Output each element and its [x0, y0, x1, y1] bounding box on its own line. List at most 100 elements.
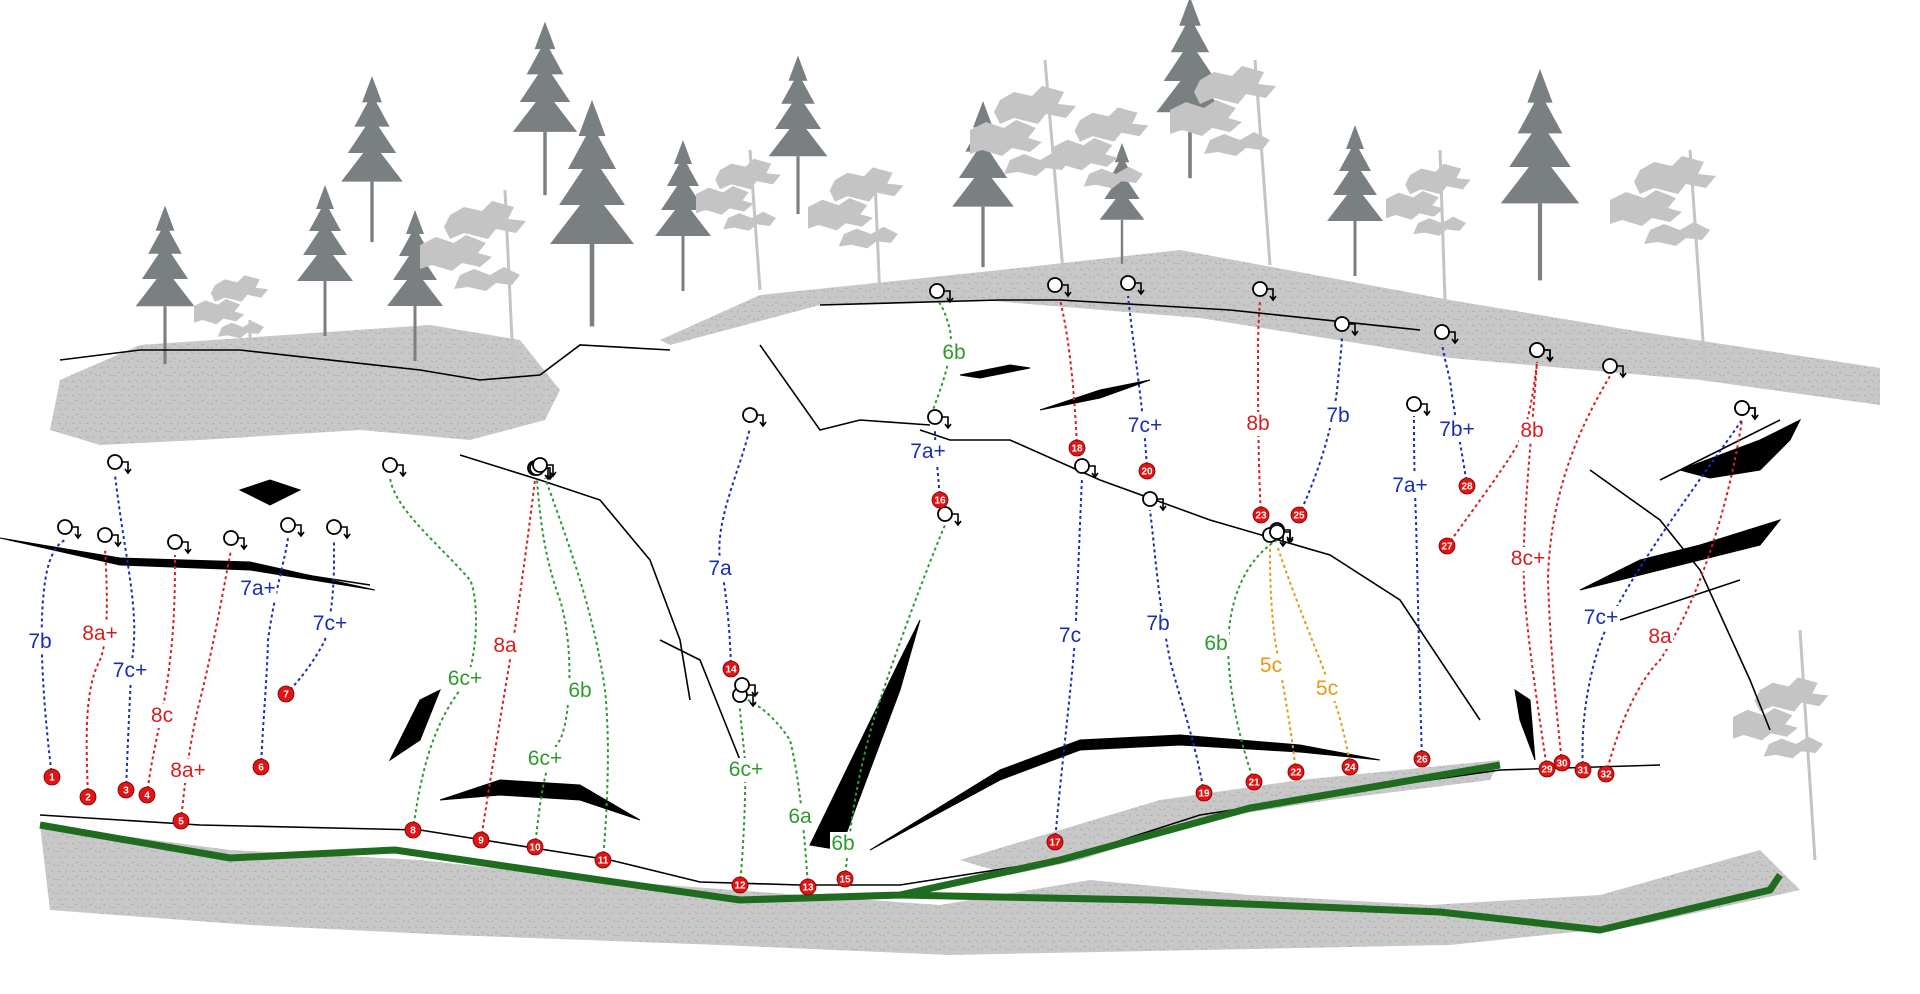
route-number-marker[interactable]: 9 — [472, 831, 490, 849]
grade-label-background — [1245, 412, 1271, 436]
route-line — [1054, 477, 1083, 843]
anchor-ring-icon — [382, 457, 407, 478]
anchor-ring-icon — [1252, 281, 1277, 302]
route-number-marker[interactable]: 23 — [1252, 506, 1270, 524]
route-number-marker[interactable]: 19 — [1195, 784, 1213, 802]
anchor-ring-icon — [1074, 458, 1099, 479]
route-grade-label: 6b — [942, 341, 965, 364]
route-number-marker[interactable]: 6 — [252, 758, 270, 776]
route-line — [180, 549, 232, 822]
route-number-marker[interactable]: 32 — [1597, 765, 1615, 783]
grade-label-background — [707, 557, 733, 581]
grade-label-background — [1582, 606, 1620, 630]
route-line — [260, 537, 289, 768]
route-grade-label: 7b+ — [1439, 418, 1475, 441]
route-number-marker[interactable]: 4 — [138, 786, 156, 804]
grade-label-background — [830, 832, 856, 856]
route-number: 32 — [1600, 770, 1612, 781]
route-number-marker[interactable]: 30 — [1553, 754, 1571, 772]
route-number-marker[interactable]: 12 — [731, 876, 749, 894]
anchor-ring-icon — [326, 519, 351, 540]
route-number: 26 — [1416, 755, 1428, 766]
route-number: 21 — [1248, 778, 1260, 789]
anchor-ring-icon — [280, 517, 305, 538]
route-line — [480, 479, 536, 841]
route-line — [1546, 375, 1611, 764]
route-line — [718, 427, 751, 670]
route-number: 29 — [1541, 765, 1553, 776]
route-number-marker[interactable]: 31 — [1574, 761, 1592, 779]
route-line — [1127, 295, 1148, 472]
route-grade-label: 7a+ — [240, 577, 276, 600]
route-number-marker[interactable]: 2 — [79, 788, 97, 806]
route-grade-label: 5c — [1260, 654, 1282, 677]
terrain — [40, 250, 1880, 955]
anchor-ring-icon — [1734, 400, 1759, 421]
grade-label-background — [941, 341, 967, 365]
route-grade-label: 8b — [1246, 412, 1269, 435]
route-number-marker[interactable]: 21 — [1245, 773, 1263, 791]
route-line — [1059, 299, 1078, 449]
route-number: 7 — [283, 690, 289, 701]
route-number: 15 — [839, 875, 851, 886]
route-line — [1446, 361, 1538, 547]
anchor-ring-icon — [532, 457, 557, 478]
route-line — [114, 474, 136, 791]
route-number: 5 — [178, 817, 184, 828]
route-number: 18 — [1071, 444, 1083, 455]
route-grade-label: 7c+ — [1128, 414, 1162, 437]
right-plateau — [660, 250, 1880, 405]
route-number-marker[interactable]: 16 — [931, 491, 949, 509]
anchor-ring-icon — [734, 677, 759, 698]
route-line — [929, 299, 952, 421]
grade-label-background — [727, 758, 765, 782]
route-number-marker[interactable]: 14 — [722, 660, 740, 678]
grade-label-background — [1519, 419, 1545, 443]
grade-label-background — [1438, 418, 1476, 442]
route-number-marker[interactable]: 15 — [836, 870, 854, 888]
route-number-marker[interactable]: 5 — [172, 812, 190, 830]
anchor-ring-icon — [97, 527, 122, 548]
route-grade-label: 8c+ — [1511, 547, 1545, 570]
route-number: 1 — [49, 773, 55, 784]
route-number: 8 — [410, 826, 416, 837]
route-number-marker[interactable]: 1 — [43, 768, 61, 786]
route-number-marker[interactable]: 20 — [1138, 462, 1156, 480]
route-number-marker[interactable]: 18 — [1068, 439, 1086, 457]
route-number-marker[interactable]: 7 — [277, 685, 295, 703]
route-grade-label: 7b — [1326, 404, 1349, 427]
route-grade-label: 7c — [1059, 624, 1081, 647]
route-number-marker[interactable]: 13 — [799, 878, 817, 896]
route-number-marker[interactable]: 10 — [526, 838, 544, 856]
anchor-ring-icon — [1529, 342, 1554, 363]
route-number-marker[interactable]: 8 — [404, 821, 422, 839]
route-grade-label: 6b — [831, 832, 854, 855]
route-number-marker[interactable]: 25 — [1290, 506, 1308, 524]
grade-label-background — [311, 612, 349, 636]
route-number-marker[interactable]: 22 — [1287, 763, 1305, 781]
route-number-marker[interactable]: 11 — [594, 851, 612, 869]
route-number: 24 — [1344, 763, 1356, 774]
route-number-marker[interactable]: 29 — [1538, 760, 1556, 778]
route-grade-label: 6b — [1204, 632, 1227, 655]
route-number: 2 — [85, 793, 91, 804]
route-grade-label: 8a — [493, 634, 517, 657]
approach-path — [39, 761, 1783, 934]
route-number-marker[interactable]: 17 — [1046, 833, 1064, 851]
route-number-marker[interactable]: 3 — [117, 781, 135, 799]
anchor-ring-icon — [1334, 316, 1359, 337]
route-line — [389, 477, 477, 831]
route-number-marker[interactable]: 24 — [1341, 758, 1359, 776]
anchor-ring-icon — [929, 283, 954, 304]
route-number-marker[interactable]: 28 — [1458, 477, 1476, 495]
grade-label-background — [446, 667, 484, 691]
route-number: 3 — [123, 786, 129, 797]
route-number-marker[interactable]: 27 — [1438, 537, 1456, 555]
route-number-marker[interactable]: 26 — [1413, 750, 1431, 768]
anchor-ring-icon — [937, 506, 962, 527]
grade-label-background — [1126, 414, 1164, 438]
route-number: 10 — [529, 843, 541, 854]
grade-label-background — [787, 805, 813, 829]
route-grade-label: 7b — [1146, 612, 1169, 635]
